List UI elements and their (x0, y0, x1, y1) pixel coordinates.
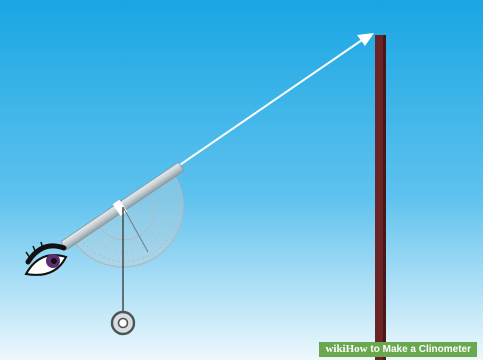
sight-arrowhead-icon (357, 33, 374, 46)
pole-shade (383, 35, 386, 360)
eye-icon (24, 241, 68, 276)
watermark-title: to Make a Clinometer (370, 344, 471, 355)
angle-reading-line (122, 206, 149, 253)
protractor (72, 172, 184, 268)
wikihow-watermark: wikiHow to Make a Clinometer (319, 342, 477, 357)
washer-weight (110, 310, 136, 336)
watermark-brand-wiki: wiki (325, 343, 346, 355)
pole (375, 35, 386, 360)
watermark-brand-how: How (345, 343, 368, 355)
